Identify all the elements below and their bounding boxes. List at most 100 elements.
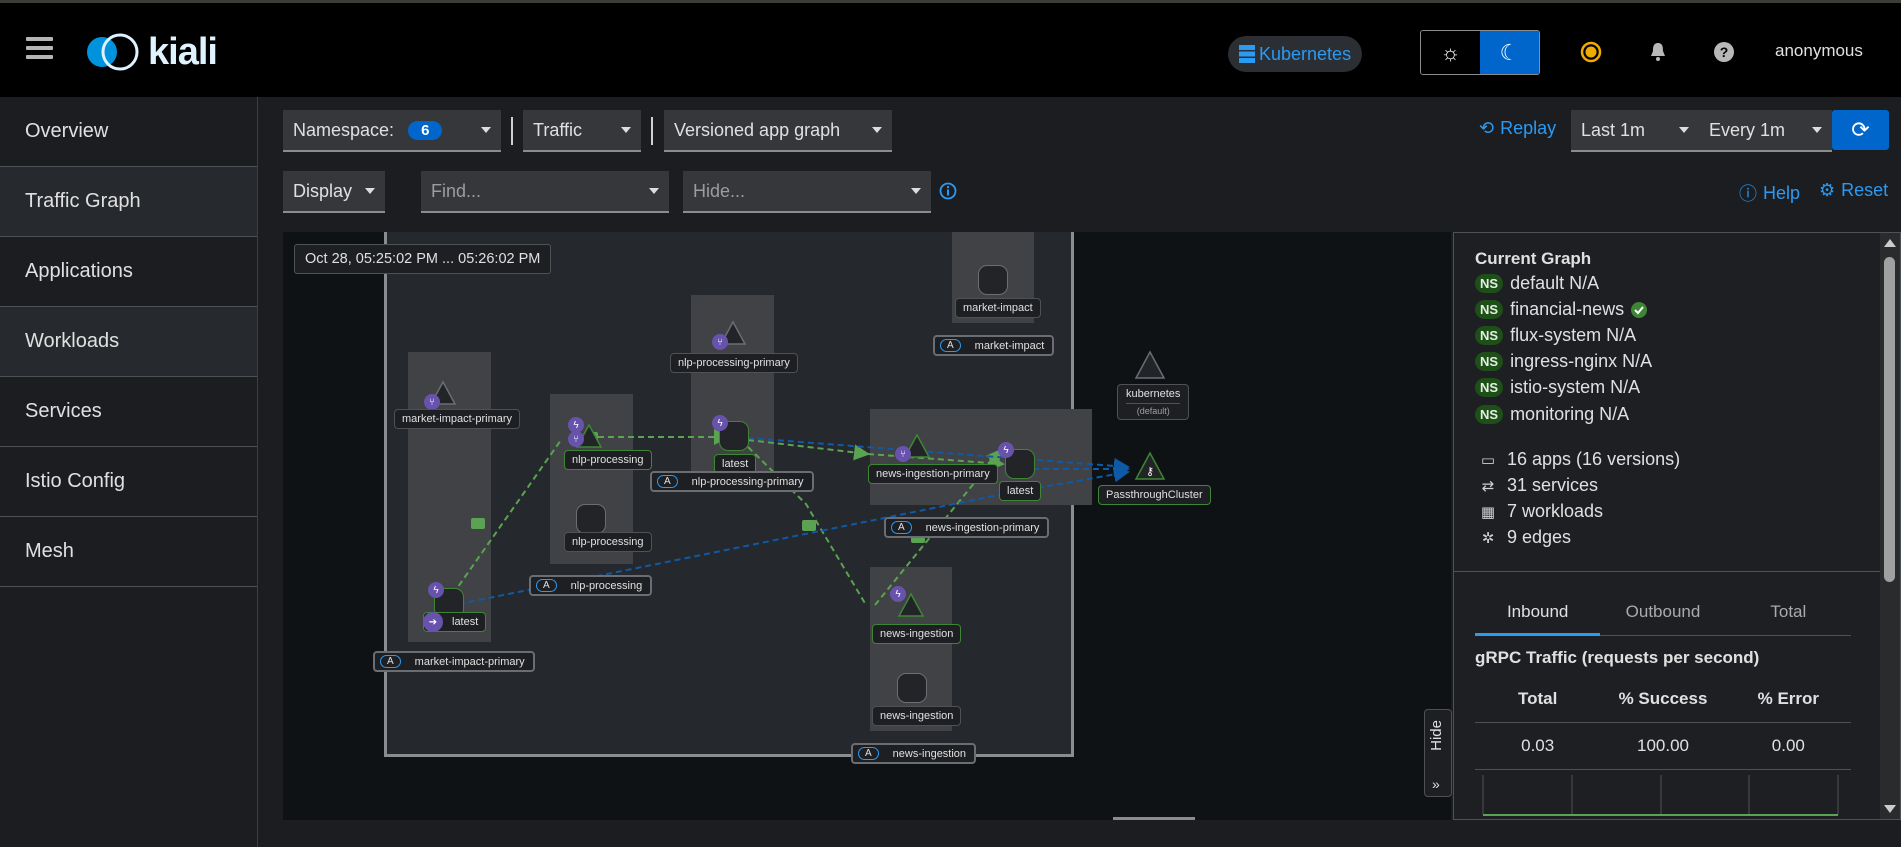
find-input[interactable]: Find... <box>421 171 669 213</box>
service-node-news-ingestion[interactable] <box>897 592 925 618</box>
reset-icon: ⚙ <box>1819 180 1836 200</box>
virtual-service-icon: ⑂ <box>424 394 440 410</box>
sidebar-item-services[interactable]: Services <box>0 377 257 447</box>
hide-panel-toggle[interactable]: Hide » <box>1424 709 1452 797</box>
chevron-down-icon <box>872 127 882 133</box>
node-label: market-impact <box>955 298 1041 318</box>
question-circle-icon: ⓘ <box>1739 184 1757 204</box>
sidebar-item-istio-config[interactable]: Istio Config <box>0 447 257 517</box>
scrollbar-thumb[interactable] <box>1884 257 1895 582</box>
circuit-breaker-icon: ϟ <box>712 415 728 431</box>
sidebar-nav: Overview Traffic Graph Applications Work… <box>0 97 258 847</box>
hamburger-menu-icon[interactable] <box>26 37 53 63</box>
sidebar-item-mesh[interactable]: Mesh <box>0 517 257 587</box>
virtual-service-icon: ⑂ <box>895 446 911 462</box>
user-menu[interactable]: anonymous <box>1775 41 1863 60</box>
sidebar-item-applications[interactable]: Applications <box>0 237 257 307</box>
node-label: news-ingestion-primary <box>868 464 998 484</box>
chevron-down-icon <box>911 188 921 194</box>
divider <box>1454 571 1881 572</box>
workload-node-news-ingestion[interactable] <box>897 673 927 703</box>
scroll-down-arrow-icon[interactable] <box>1884 805 1896 813</box>
workloads-icon: ▦ <box>1480 503 1496 521</box>
namespace-count-badge: 6 <box>408 120 443 140</box>
theme-toggle[interactable]: ☼ ☾ <box>1420 30 1540 75</box>
help-link[interactable]: ⓘ Help <box>1739 180 1800 206</box>
reset-link[interactable]: ⚙ Reset <box>1819 180 1889 200</box>
sidebar-item-traffic-graph[interactable]: Traffic Graph <box>0 167 257 237</box>
circuit-breaker-icon: ϟ <box>998 442 1014 458</box>
scroll-up-arrow-icon[interactable] <box>1884 239 1896 247</box>
node-label: news-ingestion <box>872 706 962 726</box>
node-label: latest <box>999 481 1042 501</box>
tab-outbound[interactable]: Outbound <box>1625 602 1701 621</box>
refresh-interval-dropdown[interactable]: Every 1m <box>1699 110 1832 152</box>
grpc-traffic-table: Total % Success % Error 0.03 100.00 0.00 <box>1475 676 1851 770</box>
passthrough-cluster-node[interactable]: ⚷ <box>1134 451 1166 481</box>
divider <box>511 117 513 145</box>
masthead: kiali Kubernetes ☼ ☾ ? anonymous <box>0 0 1901 97</box>
workload-node-market-impact[interactable] <box>978 265 1008 295</box>
workloads-count: ▦7 workloads <box>1480 501 1604 521</box>
svg-text:⚷: ⚷ <box>1146 465 1154 478</box>
node-label: market-impact-primary <box>394 409 521 429</box>
sidebar-item-workloads[interactable]: Workloads <box>0 307 257 377</box>
traffic-dropdown[interactable]: Traffic <box>523 110 641 152</box>
chevron-down-icon <box>1679 127 1689 133</box>
info-icon[interactable] <box>939 182 957 205</box>
refresh-button[interactable]: ⟳ <box>1832 110 1889 150</box>
bell-icon[interactable] <box>1645 39 1671 65</box>
help-icon[interactable]: ? <box>1711 39 1737 65</box>
workload-node-nlp-processing[interactable] <box>576 504 606 534</box>
circuit-breaker-icon: ϟ <box>568 417 584 433</box>
kiali-logo-icon <box>87 33 139 71</box>
history-icon: ⟲ <box>1479 118 1495 138</box>
service-node-news-ingestion-primary[interactable] <box>903 433 931 459</box>
root-node-icon: ➔ <box>423 612 443 632</box>
svg-text:?: ? <box>1720 44 1729 60</box>
graph-type-dropdown[interactable]: Versioned app graph <box>664 110 892 152</box>
traffic-tabs: Inbound Outbound Total <box>1475 592 1851 636</box>
service-node-kubernetes[interactable] <box>1134 350 1166 380</box>
node-label: nlp-processing <box>564 532 652 552</box>
sun-icon[interactable]: ☼ <box>1421 31 1480 74</box>
hide-input[interactable]: Hide... <box>683 171 931 213</box>
applications-icon: ▭ <box>1480 451 1496 469</box>
server-icon <box>1239 45 1255 63</box>
chevron-down-icon <box>365 188 375 194</box>
kiali-logo[interactable]: kiali <box>84 31 218 73</box>
moon-icon[interactable]: ☾ <box>1480 31 1539 74</box>
display-dropdown[interactable]: Display <box>283 171 385 213</box>
node-label: nlp-processing <box>564 450 652 470</box>
cluster-badge[interactable]: Kubernetes <box>1228 36 1363 72</box>
virtual-service-icon: ⑂ <box>568 431 584 447</box>
replay-button[interactable]: ⟲ Replay <box>1479 118 1557 138</box>
sidebar-item-overview[interactable]: Overview <box>0 97 257 167</box>
mtls-lock-icon <box>802 520 816 531</box>
duration-dropdown[interactable]: Last 1m <box>1571 110 1699 152</box>
chevron-down-icon <box>621 127 631 133</box>
node-label: nlp-processing-primary <box>670 353 798 373</box>
panel-scrollbar[interactable] <box>1880 233 1900 819</box>
services-count: ⇄31 services <box>1479 475 1598 496</box>
mtls-lock-icon <box>471 518 485 529</box>
node-label: PassthroughCluster <box>1098 485 1211 505</box>
tab-total[interactable]: Total <box>1770 602 1807 621</box>
namespace-dropdown[interactable]: Namespace: 6 <box>283 110 501 152</box>
graph-edges <box>452 429 1130 606</box>
status-indicator-icon[interactable] <box>1578 39 1604 65</box>
tab-inbound[interactable]: Inbound <box>1475 592 1601 636</box>
